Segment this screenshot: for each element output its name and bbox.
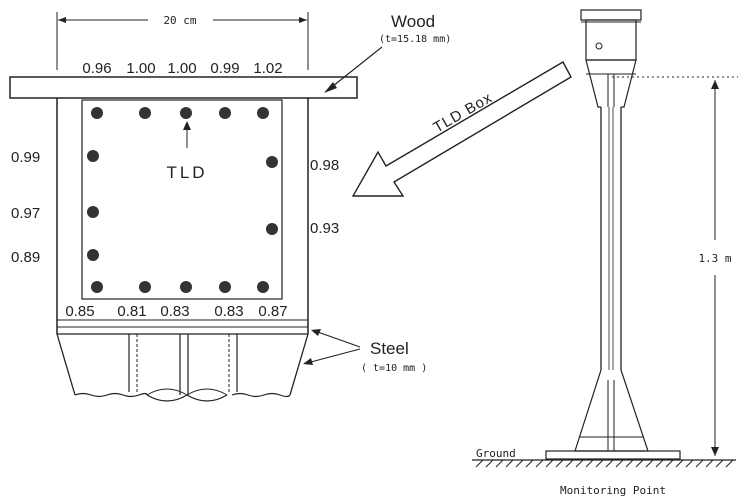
wood-lid: [9, 76, 358, 99]
reading-top-5: 1.02: [253, 60, 282, 77]
steel-label: Steel: [370, 339, 409, 358]
tld-box-arrow: [351, 61, 572, 197]
tld-dot: [139, 281, 151, 293]
wood-pointer-arrow: [324, 46, 383, 93]
reading-left-3: 0.89: [11, 249, 40, 266]
tld-dot: [257, 281, 269, 293]
tld-box-body: [56, 98, 309, 335]
tld-dot: [139, 107, 151, 119]
height-dimension-label: 1.3 m: [698, 252, 731, 265]
reading-bottom-4: 0.83: [214, 303, 243, 320]
reading-top-1: 0.96: [82, 60, 111, 77]
reading-bottom-3: 0.83: [160, 303, 189, 320]
reading-bottom-1: 0.85: [65, 303, 94, 320]
reading-right-2: 0.93: [310, 220, 339, 237]
tld-dot: [266, 223, 278, 235]
steel-pointer-arrows: [303, 329, 361, 365]
tld-dot: [87, 150, 99, 162]
tld-dot: [91, 107, 103, 119]
tld-dosimeters: [87, 107, 278, 293]
height-dimension: 1.3 m: [612, 76, 738, 456]
tld-label: TLD: [166, 163, 207, 182]
tld-dot: [180, 107, 192, 119]
reading-left-2: 0.97: [11, 205, 40, 222]
steel-base: [56, 333, 309, 402]
reading-bottom-2: 0.81: [117, 303, 146, 320]
width-dimension-label: 20 cm: [163, 14, 196, 27]
tld-dot: [219, 281, 231, 293]
tld-dot: [219, 107, 231, 119]
reading-right-1: 0.98: [310, 157, 339, 174]
ground-label: Ground: [476, 447, 516, 460]
steel-thickness-label: ( t=10 mm ): [361, 363, 427, 374]
reading-bottom-5: 0.87: [258, 303, 287, 320]
monitoring-stand: [545, 9, 681, 460]
stand-bolt-icon: [595, 42, 603, 50]
monitoring-point-caption: Monitoring Point: [560, 484, 666, 497]
ground-line: [472, 459, 736, 468]
tld-dot: [87, 206, 99, 218]
reading-top-2: 1.00: [126, 60, 155, 77]
tld-dot: [266, 156, 278, 168]
wood-label: Wood: [391, 12, 435, 31]
reading-top-3: 1.00: [167, 60, 196, 77]
tld-dot: [91, 281, 103, 293]
tld-dot: [87, 249, 99, 261]
reading-top-4: 0.99: [210, 60, 239, 77]
tld-dot: [257, 107, 269, 119]
width-dimension: 20 cm: [56, 12, 309, 70]
wood-thickness-label: (t=15.18 mm): [379, 34, 451, 45]
reading-left-1: 0.99: [11, 149, 40, 166]
tld-pointer: [183, 121, 191, 148]
tld-dot: [180, 281, 192, 293]
